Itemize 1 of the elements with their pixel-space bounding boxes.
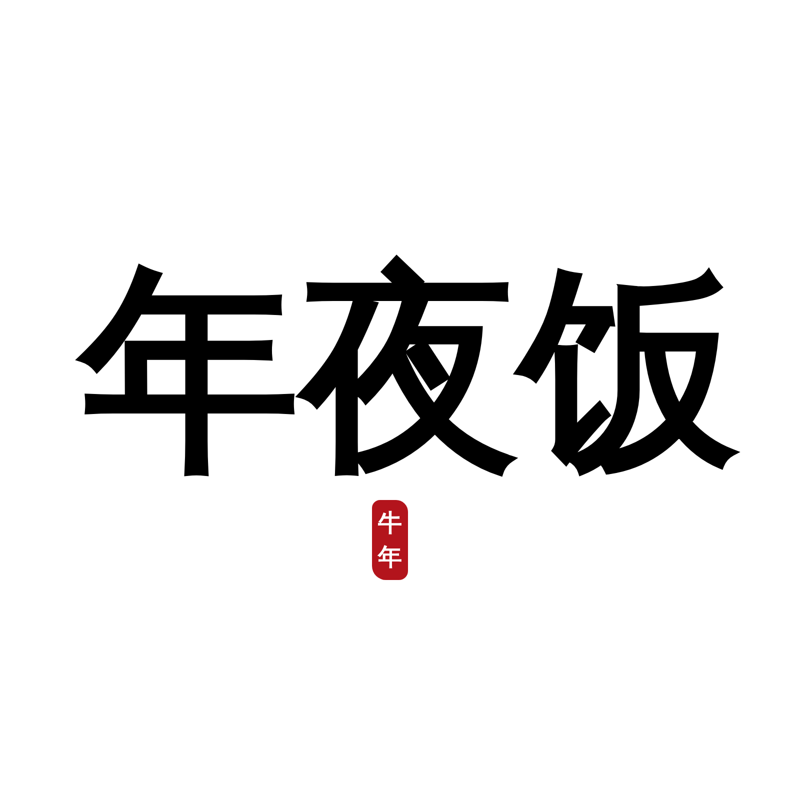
seal-stamp: 牛年 <box>372 500 408 580</box>
